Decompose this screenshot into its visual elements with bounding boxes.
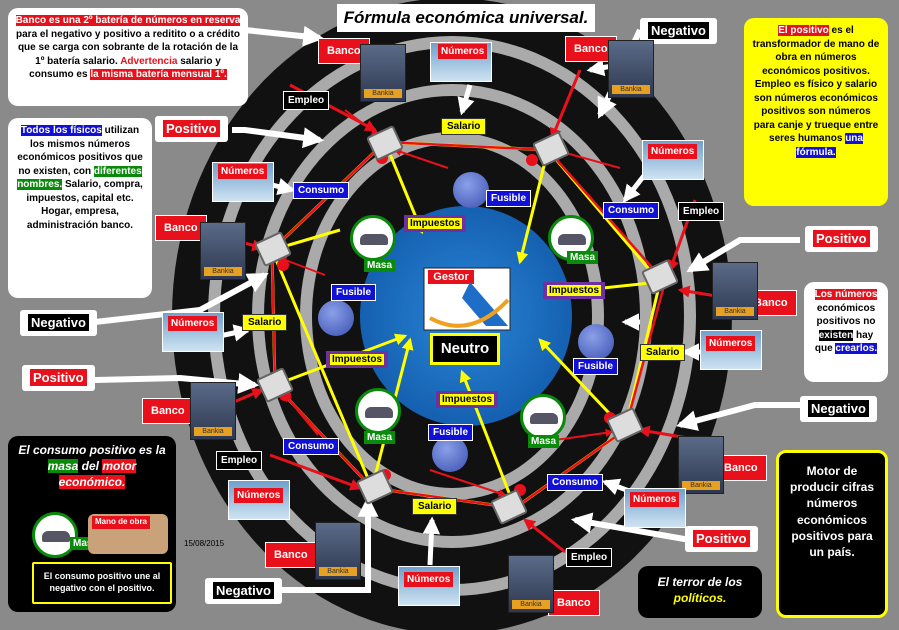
impuestos-right: Impuestos bbox=[543, 282, 606, 299]
note-consumo-une: El consumo positivo une al negativo con … bbox=[32, 562, 172, 604]
masa-car-icon-left bbox=[355, 388, 401, 434]
impuestos-top: Impuestos bbox=[404, 215, 467, 232]
impuestos-left: Impuestos bbox=[326, 351, 389, 368]
note-motor-producir: Motor de producir cifras números económi… bbox=[776, 450, 888, 618]
empleo-left: Empleo bbox=[216, 451, 263, 470]
fusible-left: Fusible bbox=[331, 284, 377, 301]
salario-top: Salario bbox=[441, 118, 487, 135]
positivo-top-left: Positivo bbox=[155, 116, 228, 142]
masa-car-icon-top bbox=[350, 215, 396, 261]
bank-building-left-low: Bankia bbox=[190, 382, 236, 440]
negativo-bottom: Negativo bbox=[205, 578, 282, 604]
banco-left: Banco bbox=[155, 215, 207, 242]
banco-bottom-right: Banco bbox=[548, 590, 600, 617]
masa-right: Masa bbox=[567, 251, 599, 264]
positivo-right: Positivo bbox=[805, 226, 878, 252]
bank-building-right: Bankia bbox=[712, 262, 758, 320]
empleo-top-left: Empleo bbox=[283, 91, 330, 110]
note-banco-bateria: Banco es una 2º batería de números en re… bbox=[8, 8, 248, 106]
fusible-top: Fusible bbox=[486, 190, 532, 207]
masa-left: Masa bbox=[364, 431, 396, 444]
consumo-top-left: Consumo bbox=[293, 182, 350, 199]
numeros-bottom-left: Números bbox=[234, 488, 284, 503]
fusible-smiley-icon-top bbox=[453, 172, 489, 208]
diagram-title: Fórmula económica universal. bbox=[337, 4, 595, 32]
negativo-right: Negativo bbox=[800, 396, 877, 422]
bank-building-bottom: Bankia bbox=[315, 522, 361, 580]
banco-left-low: Banco bbox=[142, 398, 194, 425]
gestor-label: Gestor bbox=[433, 271, 469, 283]
note-el-positivo: El positivo es el transformador de mano … bbox=[744, 18, 888, 206]
masa-car-icon-bottom bbox=[520, 394, 566, 440]
numeros-bottom-right: Números bbox=[630, 492, 680, 507]
numeros-bottom: Números bbox=[404, 572, 454, 587]
empleo-bottom: Empleo bbox=[566, 548, 613, 567]
date-label: 15/08/2015 bbox=[184, 539, 225, 548]
salario-right: Salario bbox=[640, 344, 686, 361]
empleo-right: Empleo bbox=[678, 202, 725, 221]
consumo-bottom: Consumo bbox=[547, 474, 604, 491]
salario-bottom: Salario bbox=[412, 498, 458, 515]
bank-building-top-right: Bankia bbox=[608, 40, 654, 98]
mano-de-obra-label: Mano de obra bbox=[92, 516, 151, 529]
fusible-smiley-icon-right bbox=[578, 324, 614, 360]
numeros-right-low: Números bbox=[706, 336, 756, 351]
note-numeros-no-existen: Los números económicos positivos no exis… bbox=[804, 282, 888, 382]
banco-bottom: Banco bbox=[265, 542, 317, 569]
fusible-smiley-icon-left bbox=[318, 300, 354, 336]
negativo-top-right: Negativo bbox=[640, 18, 717, 44]
bank-building-bottom-right: Bankia bbox=[508, 555, 554, 613]
fusible-bottom: Fusible bbox=[428, 424, 474, 441]
consumo-left: Consumo bbox=[283, 438, 340, 455]
impuestos-bottom: Impuestos bbox=[436, 391, 499, 408]
note-todos-fisicos: Todos los físicos utilizan los mismos nú… bbox=[8, 118, 152, 298]
masa-bottom: Masa bbox=[528, 435, 560, 448]
neutro-label: Neutro bbox=[430, 333, 500, 365]
salario-left: Salario bbox=[242, 314, 288, 331]
bank-building-right-low: Bankia bbox=[678, 436, 724, 494]
numeros-right: Números bbox=[648, 144, 698, 159]
masa-top: Masa bbox=[364, 259, 396, 272]
positivo-bottom-right: Positivo bbox=[685, 526, 758, 552]
fusible-smiley-icon-bottom bbox=[432, 436, 468, 472]
negativo-left: Negativo bbox=[20, 310, 97, 336]
positivo-left: Positivo bbox=[22, 365, 95, 391]
bank-building-top: Bankia bbox=[360, 44, 406, 102]
numeros-left-low: Números bbox=[168, 316, 218, 331]
numeros-left: Números bbox=[218, 164, 268, 179]
bank-building-left: Bankia bbox=[200, 222, 246, 280]
numeros-top: Números bbox=[438, 44, 488, 59]
masa-car-icon bbox=[32, 512, 78, 558]
note-terror-politicos: El terror de los políticos. bbox=[638, 566, 762, 618]
consumo-right: Consumo bbox=[603, 202, 660, 219]
fusible-right: Fusible bbox=[573, 358, 619, 375]
